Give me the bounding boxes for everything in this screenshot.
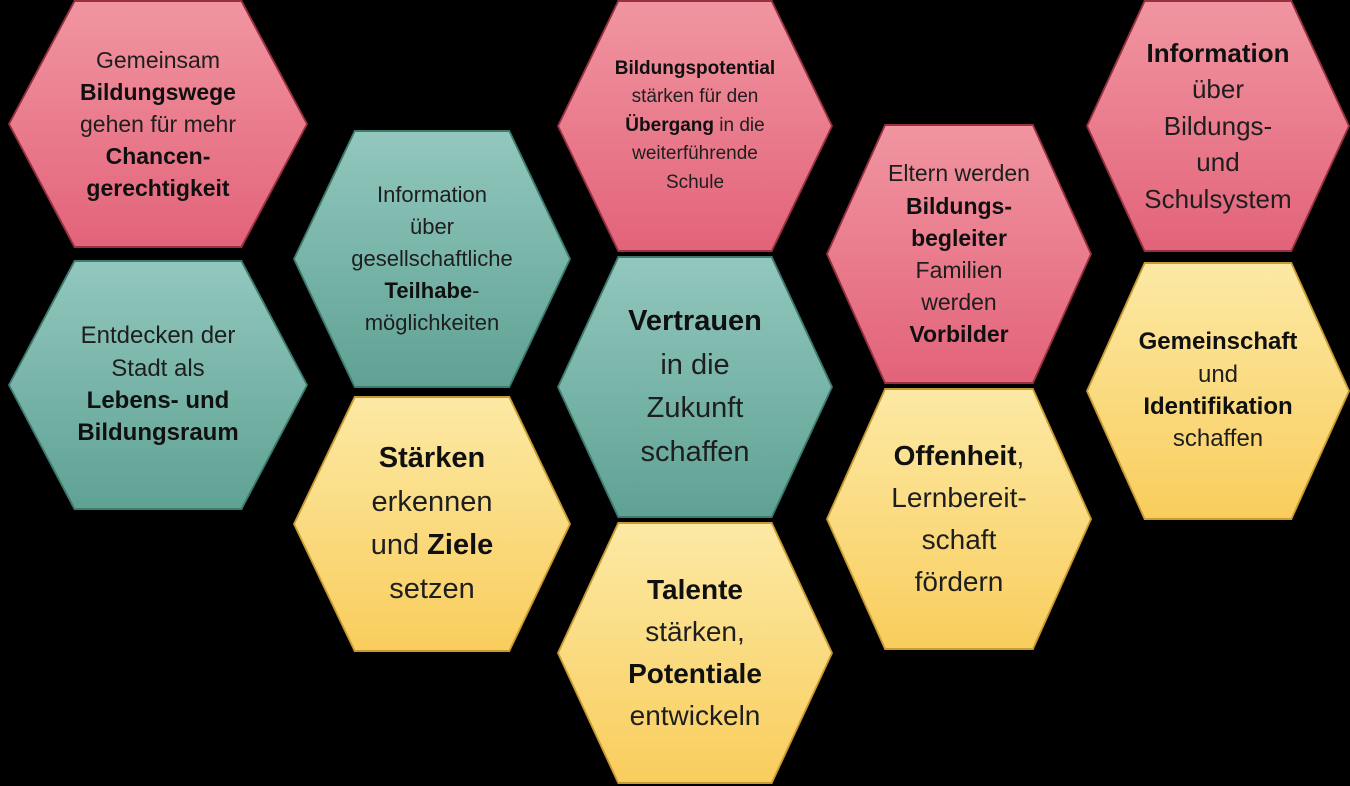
hexagon-fill (10, 2, 306, 246)
hex-text-line: gerechtigkeit (86, 175, 230, 202)
hex-text-line: über (409, 214, 455, 240)
hex-text-line: Vorbilder (909, 321, 1009, 348)
hex-text-line: werden (921, 289, 997, 316)
hexagon-fill (10, 262, 306, 508)
hex-text-line: weiterführende (632, 143, 758, 165)
hex-staerken-ziele: Stärken erkennen und Ziele setzen (293, 396, 571, 652)
hex-text-line: Bildungs- (905, 192, 1013, 219)
hex-text-line: Vertrauen (628, 305, 762, 337)
hex-text-line: Eltern werden (888, 160, 1030, 187)
hex-text-line: Familien (915, 257, 1003, 283)
hex-text-line: Übergang in die (625, 114, 765, 136)
hex-text-line: Chancen- (105, 143, 211, 170)
hex-text-line: Potentiale (628, 658, 762, 689)
hexagon-fill (295, 398, 569, 650)
hex-text: Talente stärken, Potentiale entwickeln (557, 522, 833, 784)
hexagon-fill (828, 126, 1090, 382)
hexagon-fill (828, 390, 1090, 648)
hex-text-line: in die (660, 348, 730, 381)
hex-text-line: schaffen (1172, 425, 1264, 453)
hex-text-line: Offenheit, (893, 440, 1025, 471)
hex-text-line: Entdecken der (80, 322, 236, 350)
hex-text-line: Zukunft (646, 392, 744, 424)
hex-text-line: stärken für den (631, 86, 759, 108)
hex-talente-potentiale: Talente stärken, Potentiale entwickeln (557, 522, 833, 784)
hexagon-fill (559, 2, 831, 250)
hex-text-line: Stadt als (111, 354, 205, 382)
hex-text-line: Schule (665, 171, 725, 193)
hex-text-line: Identifikation (1143, 393, 1293, 420)
hex-text-line: Stärken (378, 442, 486, 474)
hex-text-line: Bildungswege (80, 78, 236, 105)
hex-text-line: über (1191, 74, 1245, 105)
hexagon-fill (1088, 2, 1348, 250)
hex-text-line: Talente (647, 574, 743, 605)
hexagon-fill (559, 258, 831, 516)
hex-text-line: und (1197, 360, 1239, 388)
hex-text-line: Information (1146, 38, 1290, 69)
hex-text-line: schaft (921, 524, 997, 555)
hex-text-line: schaffen (640, 435, 750, 468)
hex-text-line: setzen (389, 572, 475, 605)
hex-offenheit-lernbereitschaft: Offenheit, Lernbereit-schaft fördern (826, 388, 1092, 650)
hex-text-line: entwickeln (629, 700, 761, 731)
hex-text-line: Bildungs- (1163, 110, 1273, 141)
hex-text-line: gehen für mehr (80, 110, 236, 137)
hex-text-line: Bildungsraum (77, 419, 239, 447)
hex-text-line: Gemeinschaft (1138, 328, 1298, 356)
hex-text-line: Bildungspotential (614, 57, 776, 79)
hex-text-line: Information (376, 182, 488, 208)
hexagon-fill (1088, 264, 1348, 518)
hex-text-line: Lebens- und (86, 387, 230, 414)
hex-text-line: Teilhabe- (384, 277, 480, 303)
hex-text-line: Lernbereit- (891, 482, 1027, 513)
hex-text-line: Gemeinsam (96, 46, 220, 73)
hexagon-fill (295, 132, 569, 386)
hex-text-line: gesellschaftliche (351, 246, 513, 272)
hex-text-line: erkennen (371, 485, 493, 518)
hex-text-line: und (1196, 147, 1240, 178)
hex-text: Offenheit, Lernbereit-schaft fördern (826, 388, 1092, 650)
hex-text-line: stärken, (645, 616, 745, 647)
hexagon-fill (559, 524, 831, 782)
hex-text-line: und Ziele (370, 529, 494, 561)
hex-text-line: möglichkeiten (364, 309, 500, 335)
hex-text-line: fördern (914, 566, 1004, 597)
hex-text-line: Schulsystem (1144, 183, 1292, 214)
hex-text-line: begleiter (911, 224, 1007, 251)
hex-text: Stärken erkennen und Ziele setzen (293, 396, 571, 652)
